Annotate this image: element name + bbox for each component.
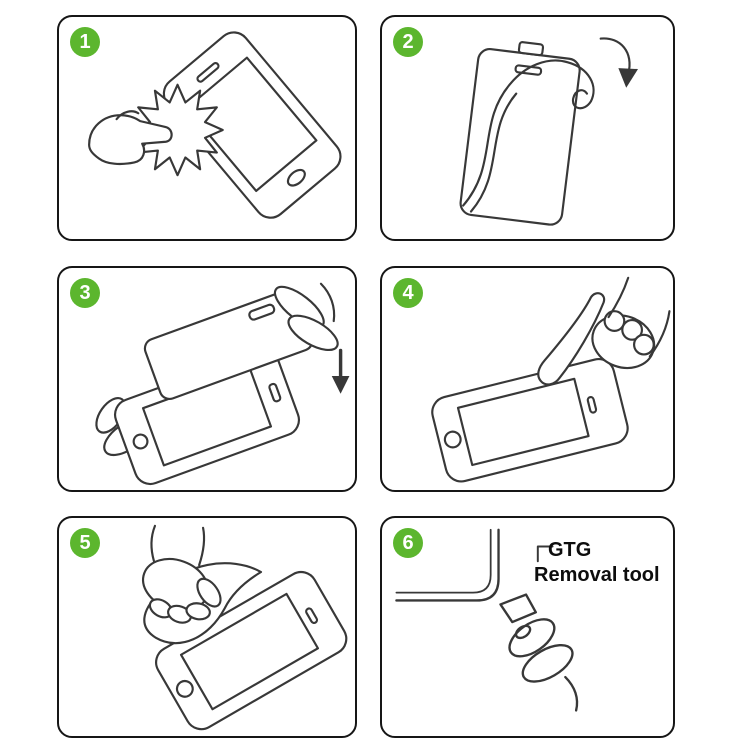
peel-film-illustration <box>459 37 639 226</box>
step-number-badge: 5 <box>70 528 100 558</box>
phone-outline <box>431 357 629 483</box>
step-panel-4: 4 <box>380 266 675 492</box>
phone-outline <box>162 31 342 219</box>
align-protector-illustration <box>95 282 350 486</box>
label-pointer <box>536 545 554 563</box>
thumb <box>196 577 222 608</box>
step-panel-6: 6 GTG Removal tool <box>380 516 675 738</box>
removal-tool-label: GTG Removal tool <box>534 538 676 588</box>
clean-screen-illustration <box>88 31 342 219</box>
knuckle <box>632 333 655 356</box>
phone-outline <box>155 570 348 731</box>
step-panel-5: 5 <box>57 516 357 738</box>
glass-corner <box>395 528 500 602</box>
protector-sheet <box>459 41 581 226</box>
step-panel-1: 1 <box>57 15 357 241</box>
peel-arrow-head <box>618 68 639 88</box>
peeling-film <box>462 59 595 207</box>
step-panel-2: 2 <box>380 15 675 241</box>
press-screen-illustration <box>431 276 671 483</box>
glass-corner-inner <box>395 528 492 594</box>
smooth-surface-illustration <box>142 524 348 731</box>
finger <box>521 643 574 683</box>
removal-tool-label-line1: GTG <box>548 539 592 561</box>
finger <box>287 314 339 352</box>
fingernail <box>514 624 532 640</box>
finger <box>167 604 192 624</box>
removal-tool-label-line2: Removal tool <box>534 564 660 586</box>
removal-tool <box>499 593 538 624</box>
removal-tool-illustration <box>395 528 579 712</box>
finger <box>185 602 211 621</box>
step-number-badge: 3 <box>70 278 100 308</box>
step-number-badge: 2 <box>393 27 423 57</box>
step-number-badge: 6 <box>393 528 423 558</box>
press-finger <box>537 292 606 386</box>
step-panel-3: 3 <box>57 266 357 492</box>
knuckle <box>621 318 644 341</box>
step-number-badge: 1 <box>70 27 100 57</box>
step-number-badge: 4 <box>393 278 423 308</box>
down-arrow-head <box>331 376 350 394</box>
knuckle <box>603 310 626 332</box>
